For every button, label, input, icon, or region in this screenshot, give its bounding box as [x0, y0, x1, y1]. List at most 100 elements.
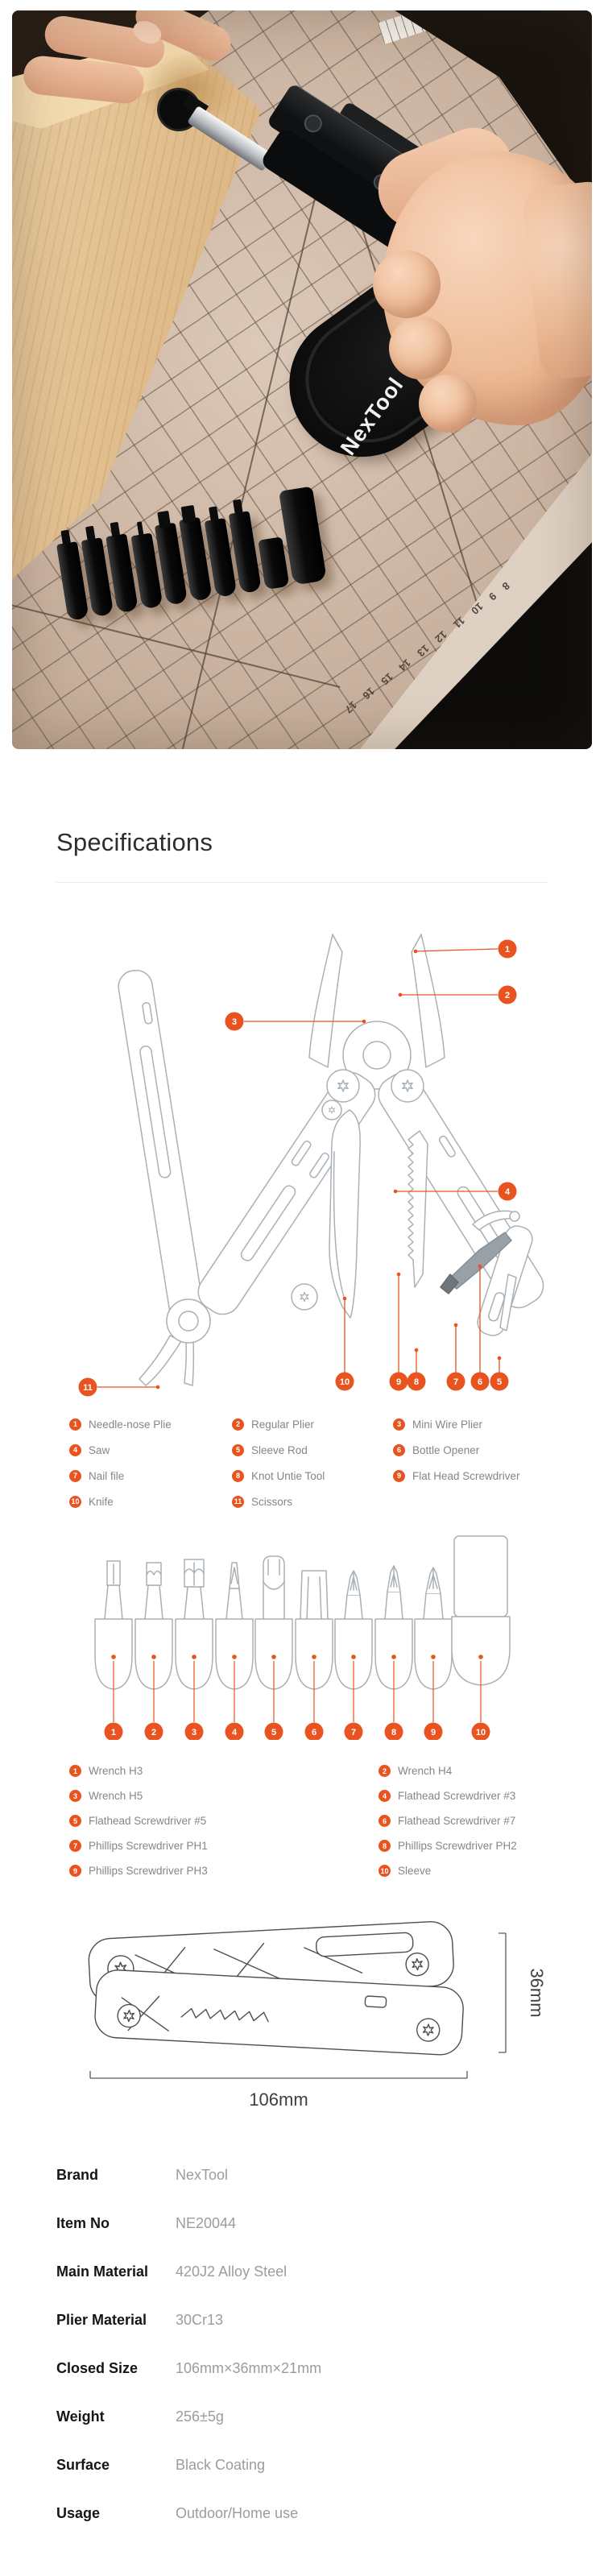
spec-label: Usage [56, 2505, 101, 2521]
spec-value: 30Cr13 [176, 2312, 224, 2328]
legend-badge: 10 [69, 1495, 81, 1508]
legend-label: Flat Head Screwdriver [412, 1469, 520, 1482]
torx-screw [291, 1283, 318, 1311]
legend-label: Flathead Screwdriver #3 [398, 1790, 516, 1802]
legend-badge: 5 [232, 1443, 244, 1456]
legend-label: Knot Untie Tool [251, 1469, 325, 1482]
spec-label: Weight [56, 2408, 105, 2425]
saw-blade [407, 1130, 428, 1288]
legend-item: 1 Needle-nose Plie [69, 1411, 172, 1437]
legend-badge: 7 [69, 1469, 81, 1482]
awl-tool [446, 1232, 512, 1290]
plier-jaw [308, 934, 343, 1068]
callout-number: 5 [497, 1377, 502, 1387]
callout-lines [97, 948, 500, 1388]
legend-label: Sleeve [398, 1865, 432, 1877]
callout-number: 8 [391, 1728, 396, 1737]
legend-badge: 2 [232, 1418, 244, 1431]
plier-diagram: 1 2 3 4 5 6 7 8 9 10 11 [78, 934, 544, 1397]
bit-cap [258, 536, 290, 590]
table-row: Plier Material 30Cr13 [56, 2312, 223, 2333]
dimensions-diagram: 36mm 106mm [88, 1921, 547, 2110]
spec-label: Closed Size [56, 2360, 139, 2376]
spec-value: NexTool [176, 2167, 229, 2183]
legend-item: 7 Phillips Screwdriver PH1 [69, 1833, 208, 1858]
legend-badge: 8 [379, 1840, 391, 1852]
table-row: Usage Outdoor/Home use [56, 2505, 298, 2526]
callout-number: 9 [396, 1377, 401, 1387]
callout-number: 7 [351, 1728, 356, 1737]
spec-label: Brand [56, 2167, 99, 2183]
spec-value: NE20044 [176, 2215, 237, 2231]
knuckle [373, 251, 441, 318]
callout-badges [104, 1655, 490, 1740]
spec-label: Surface [56, 2457, 110, 2473]
legend-label: Phillips Screwdriver PH3 [89, 1865, 208, 1877]
table-row: Weight 256±5g [56, 2408, 224, 2429]
torx-screw [321, 1100, 342, 1120]
spec-label: Plier Material [56, 2312, 147, 2328]
knuckle [389, 317, 452, 379]
legend-label: Wrench H3 [89, 1765, 143, 1777]
callout-number: 9 [431, 1728, 436, 1737]
legend-badge: 6 [393, 1443, 405, 1456]
legend-badge: 2 [379, 1765, 391, 1777]
legend-label: Needle-nose Plie [89, 1418, 172, 1431]
callout-number: 7 [453, 1377, 458, 1387]
legend-item: 6 Flathead Screwdriver #7 [379, 1808, 517, 1833]
callout-number: 3 [192, 1728, 197, 1737]
legend-badge: 5 [69, 1815, 81, 1827]
callout-number: 11 [83, 1383, 93, 1393]
section-title: Specifications [56, 828, 213, 856]
divider [56, 882, 548, 883]
legend-item: 3 Wrench H5 [69, 1783, 208, 1808]
legend-label: Mini Wire Plier [412, 1418, 483, 1431]
callout-badges [78, 939, 517, 1397]
spec-value: Outdoor/Home use [176, 2505, 299, 2521]
callout-number: 1 [505, 945, 510, 955]
callout-number: 6 [478, 1377, 482, 1387]
callout-number: 2 [151, 1728, 156, 1737]
legend-label: Wrench H4 [398, 1765, 453, 1777]
spec-value: 420J2 Alloy Steel [176, 2263, 288, 2280]
dim-width-label: 106mm [249, 2089, 308, 2110]
legend-badge: 1 [69, 1418, 81, 1431]
legend-label: Wrench H5 [89, 1790, 143, 1802]
legend-badge: 11 [232, 1495, 244, 1508]
legend-badge: 3 [69, 1790, 81, 1802]
legend-label: Scissors [251, 1495, 293, 1508]
legend-item: 8 Knot Untie Tool [232, 1463, 325, 1489]
callout-lines [113, 1661, 482, 1722]
legend-badge: 7 [69, 1840, 81, 1852]
spec-value: 256±5g [176, 2408, 224, 2425]
torx-screw [326, 1069, 360, 1103]
table-row: Closed Size 106mm×36mm×21mm [56, 2360, 321, 2381]
callout-number: 10 [476, 1728, 486, 1737]
knuckle [419, 375, 477, 433]
legend-item: 2 Wrench H4 [379, 1758, 517, 1783]
legend-label: Phillips Screwdriver PH1 [89, 1840, 208, 1852]
legend-label: Nail file [89, 1469, 125, 1482]
legend-label: Regular Plier [251, 1418, 315, 1431]
spec-value: 106mm×36mm×21mm [176, 2360, 322, 2376]
legend-label: Flathead Screwdriver #7 [398, 1815, 516, 1827]
legend-badge: 6 [379, 1815, 391, 1827]
bits-diagram: 1 2 3 4 5 6 7 8 9 10 [94, 1535, 511, 1740]
legend-label: Phillips Screwdriver PH2 [398, 1840, 517, 1852]
legend-label: Saw [89, 1443, 110, 1456]
legend-badge: 8 [232, 1469, 244, 1482]
